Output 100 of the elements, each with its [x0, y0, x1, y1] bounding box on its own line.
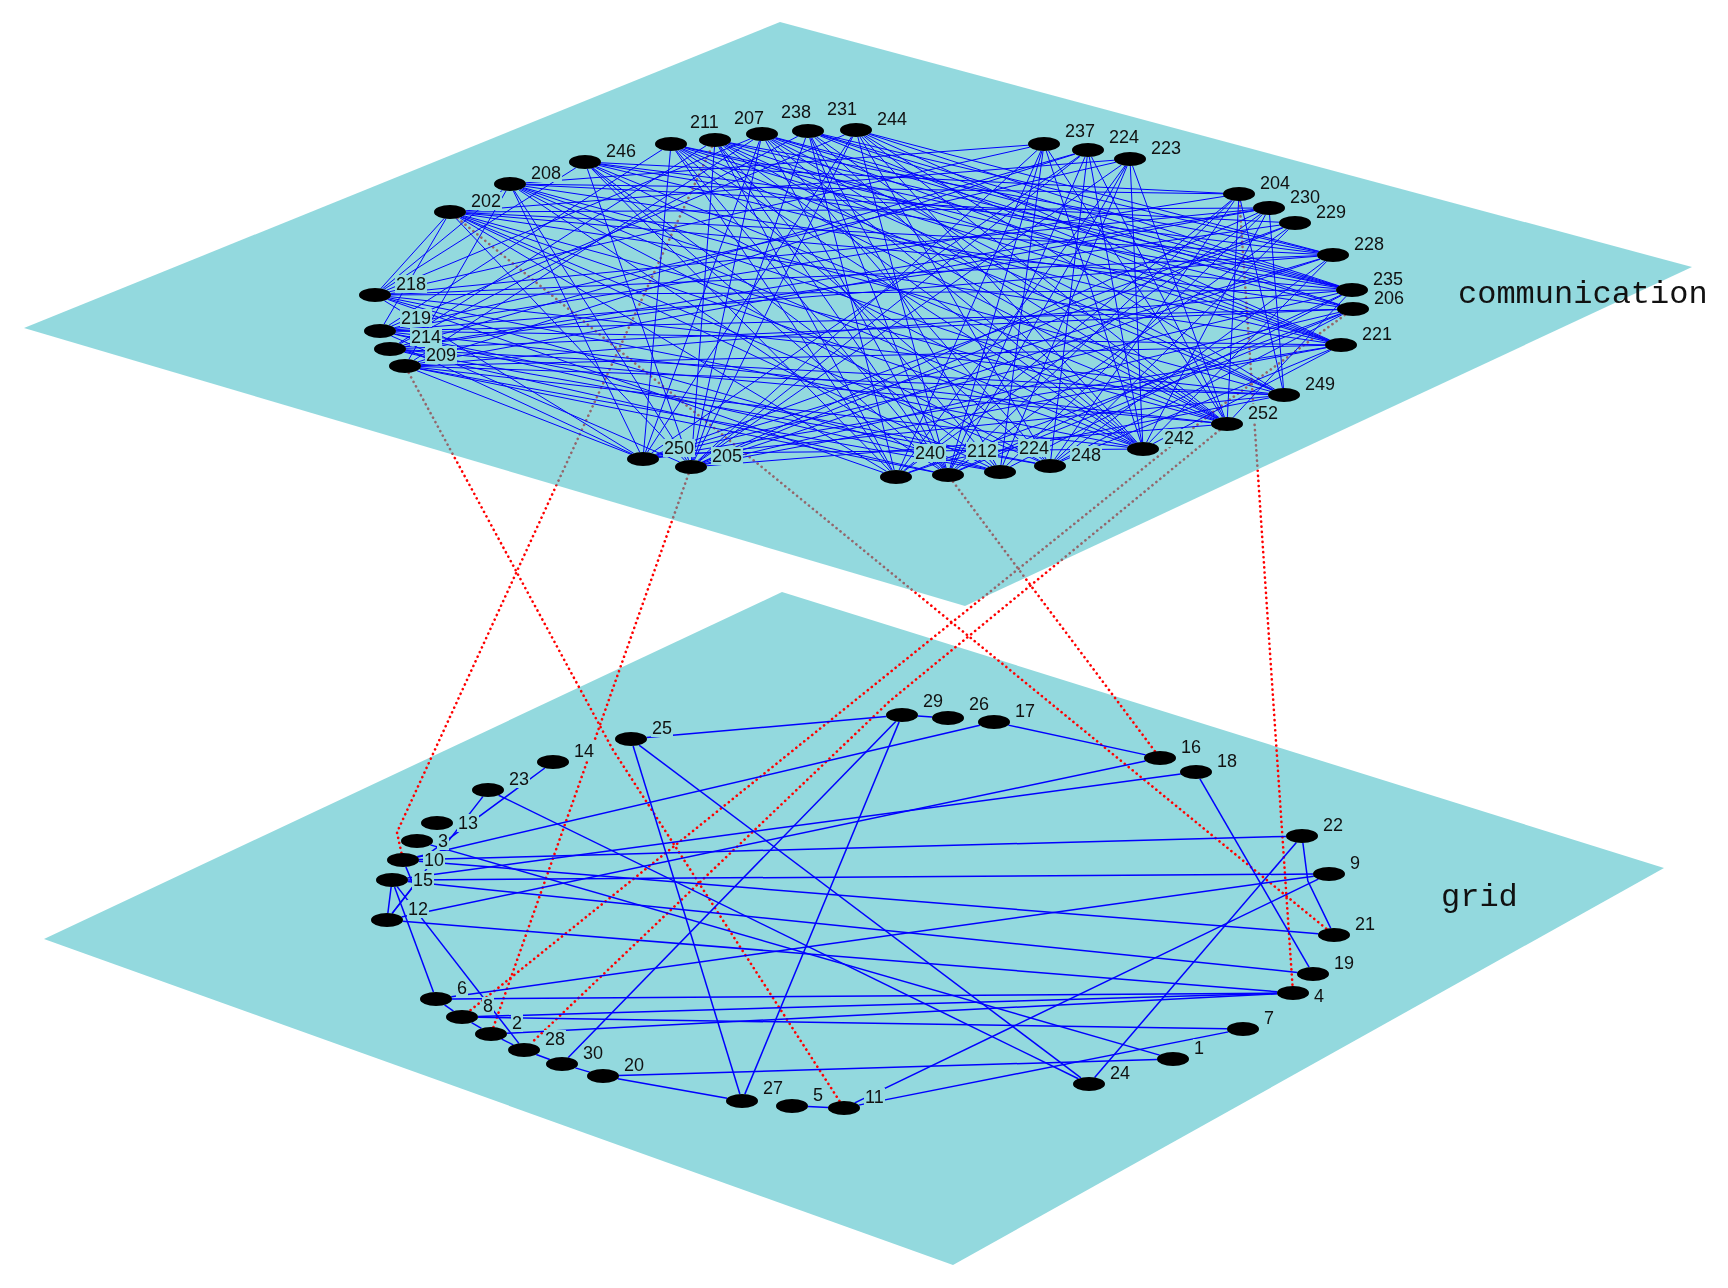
node-label: 30	[582, 1044, 605, 1062]
link-line	[675, 150, 892, 471]
link-line	[387, 298, 884, 474]
node-label: 242	[1163, 429, 1196, 447]
link-line	[525, 144, 1029, 184]
dotted-link-line	[468, 313, 1347, 1013]
link-line	[590, 167, 891, 472]
node-label: 1	[1193, 1039, 1205, 1057]
node-label: 209	[425, 346, 458, 364]
network-node	[389, 359, 421, 373]
network-node	[434, 205, 466, 219]
link-line	[450, 875, 1315, 998]
link-line	[1059, 313, 1344, 462]
node-label: 229	[1315, 203, 1348, 221]
node-label: 12	[407, 900, 430, 918]
link-line	[807, 1105, 829, 1109]
node-label: 230	[1289, 188, 1322, 206]
link-line	[395, 255, 1318, 331]
link-line	[599, 164, 1338, 288]
node-label: 250	[663, 439, 696, 457]
node-label: 212	[966, 442, 999, 460]
node-label: 3	[437, 832, 449, 850]
network-node	[932, 468, 964, 482]
link-line	[861, 136, 1138, 443]
node-label: 20	[623, 1056, 646, 1074]
dotted-link-line	[456, 216, 1328, 931]
link-line	[391, 866, 415, 915]
link-line	[389, 297, 1129, 447]
node-label: 223	[1150, 139, 1183, 157]
link-line	[416, 724, 981, 858]
link-line	[463, 215, 1214, 421]
link-line	[1050, 156, 1088, 460]
link-line	[632, 745, 741, 1095]
link-line	[908, 397, 1270, 474]
network-node	[1325, 338, 1357, 352]
link-line	[898, 150, 1042, 471]
link-line	[706, 424, 1212, 467]
node-label: 7	[1263, 1009, 1275, 1027]
link-line	[413, 139, 754, 361]
link-line	[477, 1016, 1228, 1030]
link-line	[400, 760, 1147, 918]
dotted-link-line	[407, 371, 841, 1103]
link-line	[420, 366, 1269, 395]
link-line	[418, 860, 1319, 935]
link-line	[390, 209, 1254, 294]
link-line	[1047, 150, 1224, 418]
link-line	[658, 396, 1269, 458]
link-line	[1199, 778, 1310, 968]
link-line	[600, 162, 1224, 194]
link-line	[857, 136, 947, 469]
node-label: 252	[1247, 404, 1280, 422]
link-line	[519, 188, 1041, 462]
node-label: 224	[1018, 439, 1051, 457]
network-node	[746, 127, 778, 141]
link-line	[1088, 156, 1143, 443]
link-line	[521, 188, 1132, 445]
link-line	[382, 189, 503, 290]
network-node	[374, 342, 406, 356]
network-node	[627, 452, 659, 466]
link-line	[574, 1067, 591, 1073]
link-line	[390, 289, 1337, 296]
link-line	[1152, 349, 1332, 445]
link-line	[459, 217, 887, 472]
network-node	[494, 177, 526, 191]
link-line	[420, 344, 1326, 367]
node-label: 21	[1354, 915, 1377, 933]
link-line	[1093, 841, 1298, 1079]
link-line	[405, 349, 1269, 395]
link-line	[388, 149, 663, 326]
network-node	[699, 133, 731, 147]
link-line	[1232, 296, 1347, 418]
link-line	[383, 218, 447, 325]
link-line	[386, 138, 751, 291]
network-node	[364, 324, 396, 338]
link-line	[691, 146, 715, 461]
node-label: 208	[530, 164, 563, 182]
link-line	[704, 311, 1340, 465]
network-node	[1337, 302, 1369, 316]
link-line	[522, 187, 1215, 421]
link-line	[455, 217, 686, 462]
link-line	[406, 773, 1182, 879]
node-label: 246	[605, 142, 638, 160]
link-line	[859, 136, 1047, 460]
node-label: 249	[1304, 375, 1337, 393]
link-line	[518, 189, 940, 470]
node-label: 202	[470, 192, 503, 210]
link-line	[390, 296, 1269, 394]
link-line	[525, 183, 1224, 195]
node-label: 244	[876, 110, 909, 128]
link-line	[729, 142, 1319, 253]
layer-name: communication	[1458, 278, 1708, 312]
link-line	[388, 146, 1031, 293]
link-line	[1129, 165, 1144, 443]
node-label: 228	[1353, 235, 1386, 253]
link-line	[535, 1053, 551, 1061]
link-line	[429, 844, 1161, 1056]
node-label: 9	[1349, 854, 1361, 872]
network-node	[792, 124, 824, 138]
node-label: 240	[914, 444, 947, 462]
link-line	[451, 992, 1278, 1000]
